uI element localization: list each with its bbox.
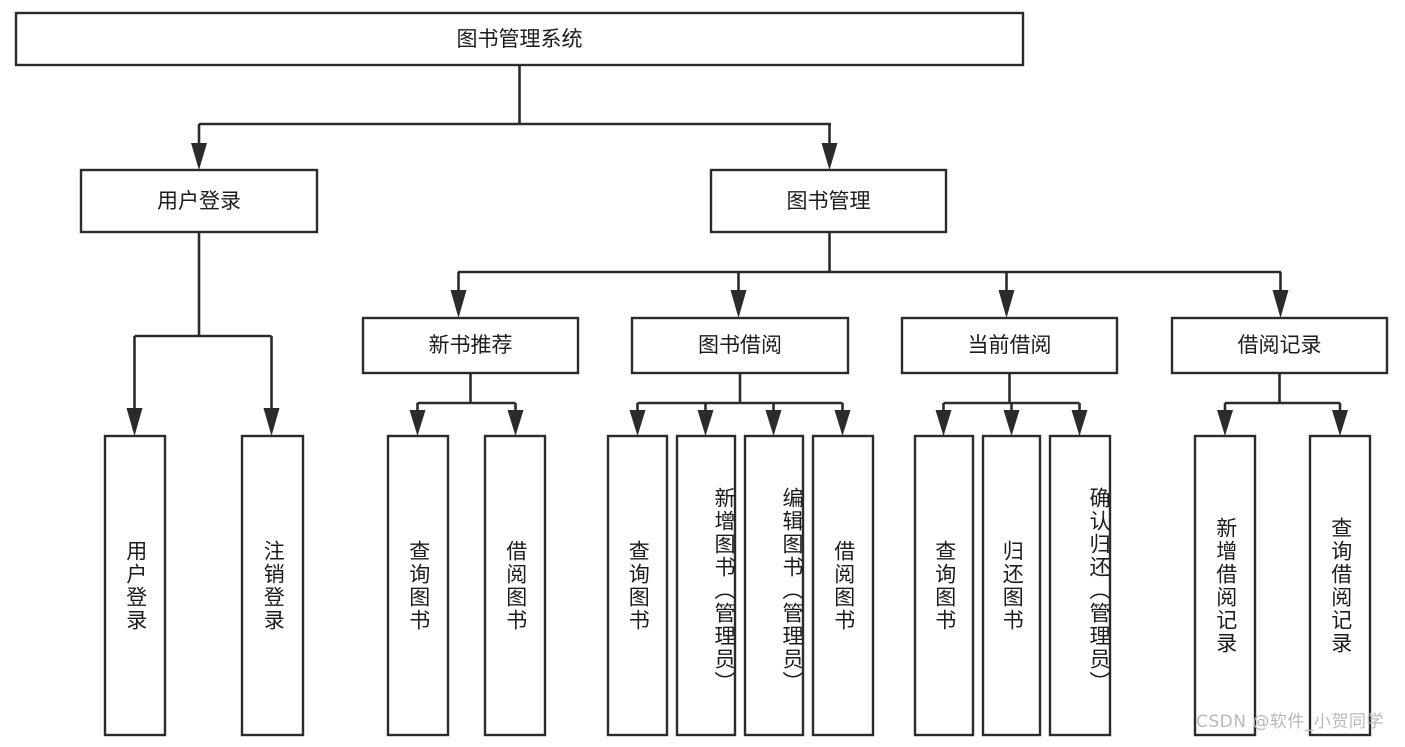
- connector-group-user-login: [126, 232, 280, 436]
- arrow-borrow-record: [1272, 290, 1289, 318]
- node-borrow-record[interactable]: [1170, 316, 1389, 375]
- node-leaf-user-login[interactable]: [103, 434, 167, 737]
- arrow-leaf-return-book: [1003, 410, 1020, 436]
- node-leaf-borrow-book-1[interactable]: [483, 434, 547, 737]
- connector-group-current-borrow: [935, 373, 1088, 436]
- node-new-book-rec[interactable]: [361, 316, 580, 375]
- arrow-leaf-query-book-3: [935, 410, 952, 436]
- arrow-book-borrow: [730, 290, 747, 318]
- arrow-leaf-query-book-2: [629, 410, 646, 436]
- connector-group-new-book-rec: [409, 373, 524, 436]
- arrow-leaf-add-record: [1217, 410, 1233, 436]
- arrow-new-book-rec: [450, 290, 467, 318]
- arrow-leaf-user-login: [126, 408, 143, 436]
- node-leaf-add-record[interactable]: [1193, 434, 1257, 737]
- connector-group-borrow-record: [1217, 373, 1348, 436]
- node-leaf-add-book[interactable]: [675, 434, 737, 737]
- arrow-leaf-borrow-book-1: [507, 410, 524, 436]
- arrow-leaf-logout: [263, 408, 280, 436]
- node-leaf-return-book[interactable]: [981, 434, 1042, 737]
- node-user-login[interactable]: [79, 168, 319, 234]
- node-leaf-edit-book[interactable]: [743, 434, 805, 737]
- node-root[interactable]: [14, 11, 1025, 67]
- arrow-leaf-query-book-1: [409, 410, 426, 436]
- arrow-user-login: [191, 143, 207, 170]
- arrow-leaf-add-book: [697, 410, 714, 436]
- node-leaf-query-book-2[interactable]: [606, 434, 669, 737]
- node-new-book-rec-label: 新书推荐: [429, 333, 513, 357]
- node-root-label: 图书管理系统: [457, 27, 583, 51]
- node-leaf-confirm-return[interactable]: [1048, 434, 1112, 737]
- node-leaf-borrow-book-2[interactable]: [811, 434, 875, 737]
- node-book-borrow[interactable]: [630, 316, 850, 375]
- arrow-current-borrow: [998, 290, 1015, 318]
- connector-group-book-manage: [450, 232, 1289, 318]
- connector-group-book-borrow: [629, 373, 851, 436]
- node-current-borrow[interactable]: [900, 316, 1119, 375]
- node-leaf-query-book-1[interactable]: [386, 434, 450, 737]
- node-book-borrow-label: 图书借阅: [698, 333, 782, 357]
- arrow-leaf-confirm-return: [1071, 410, 1088, 436]
- node-current-borrow-label: 当前借阅: [968, 333, 1052, 357]
- arrow-book-manage: [821, 143, 838, 170]
- node-leaf-query-book-3[interactable]: [913, 434, 975, 737]
- node-book-manage-label: 图书管理: [787, 189, 871, 213]
- node-leaf-query-record[interactable]: [1308, 434, 1372, 737]
- node-user-login-label: 用户登录: [157, 189, 241, 213]
- node-borrow-record-label: 借阅记录: [1238, 333, 1322, 357]
- node-leaf-logout[interactable]: [240, 434, 305, 737]
- csdn-watermark: CSDN @软件_小贺同学: [1196, 712, 1384, 732]
- arrow-leaf-query-record: [1332, 410, 1348, 436]
- connector-group-root: [191, 65, 838, 170]
- node-book-manage[interactable]: [709, 168, 948, 234]
- arrow-leaf-edit-book: [765, 410, 782, 436]
- arrow-leaf-borrow-book-2: [834, 410, 851, 436]
